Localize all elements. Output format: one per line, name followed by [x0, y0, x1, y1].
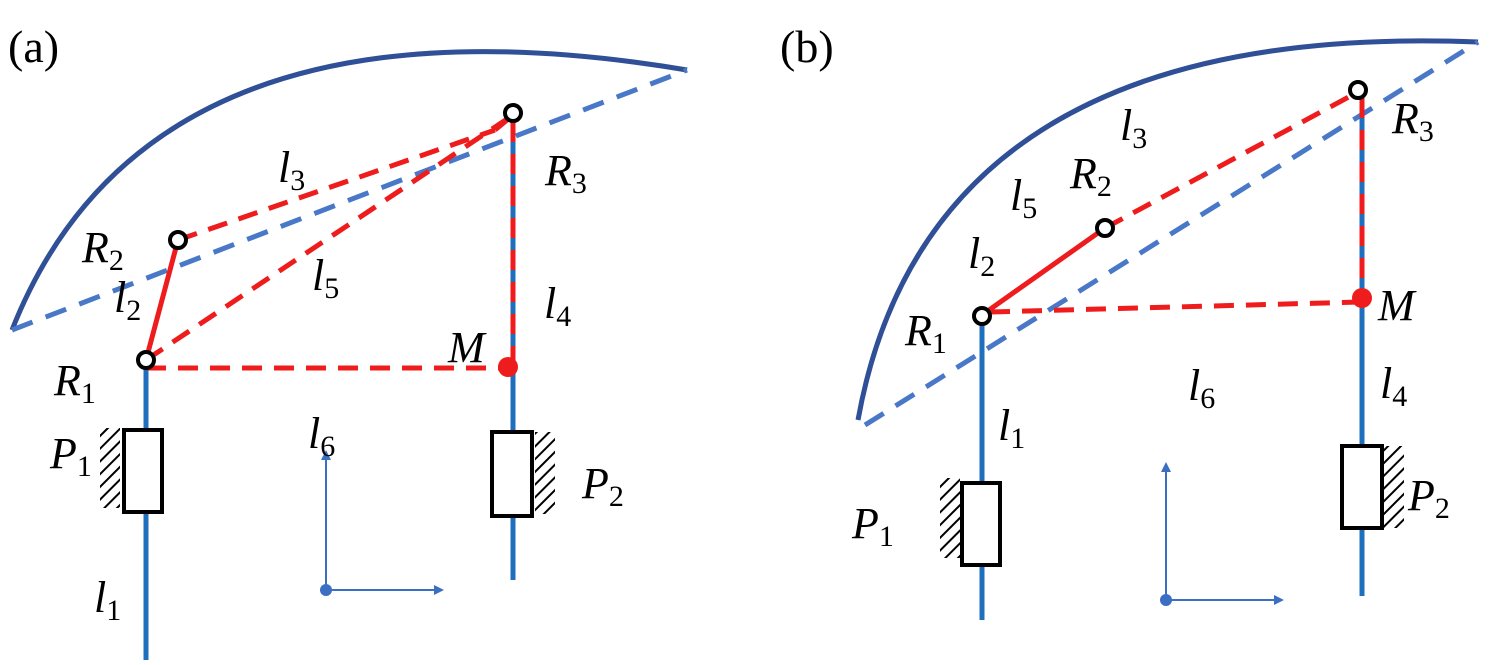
panel-b-link-l2: [980, 225, 1107, 318]
panel-b-slider-p1: [960, 481, 1002, 567]
panel-a-point-m: [498, 357, 518, 377]
panel-b-label-l4: l4: [1380, 359, 1407, 413]
panel-b-label-l3: l3: [1120, 101, 1147, 155]
panel-a-label-r3: R3: [544, 146, 587, 200]
panel-a-link-l2: [143, 239, 181, 361]
panel-a-p1-ground-hatch: [100, 428, 120, 508]
panel-b-slider-p2: [1340, 444, 1384, 530]
panel-a-joint-r2: [168, 230, 188, 250]
panel-b-link-l3: [1103, 89, 1360, 231]
panel-a-label-p2: P2: [581, 459, 624, 513]
panel-b-label-p2: P2: [1407, 471, 1450, 525]
panel-b-joint-r1: [972, 306, 992, 326]
panel-b-label-l6: l6: [1188, 361, 1215, 415]
panel-a-label-r2: R2: [81, 223, 124, 277]
panel-b-p1-ground-hatch: [940, 478, 960, 558]
panel-b-label-r2: R2: [1069, 149, 1112, 203]
panel-a-window-chord: [11, 67, 688, 333]
panel-b-label: (b): [780, 21, 834, 72]
panel-b-point-m: [1352, 288, 1372, 308]
panel-b-label-r3: R3: [1391, 94, 1434, 148]
panel-b-window-arc: [855, 38, 1479, 421]
panel-a-window-arc: [9, 49, 688, 331]
panel-b-origin-dot: [1160, 594, 1172, 606]
panel-a-label-l3: l3: [278, 143, 305, 197]
panel-b-label-p1: P1: [851, 499, 894, 553]
panel-a-slider-p2: [490, 430, 534, 518]
panel-b-label-l2: l2: [968, 229, 995, 283]
panel-a-slider-p1: [122, 428, 164, 514]
panel-a-link-l3: [177, 127, 496, 243]
panel-b-label-m: M: [1377, 281, 1417, 330]
panel-a-joint-r3: [503, 103, 523, 123]
panel-a-joint-r1: [136, 350, 156, 370]
panel-a-label-l5: l5: [312, 251, 339, 305]
panel-a-p2-ground-hatch: [535, 432, 555, 514]
panel-b-window-chord: [863, 39, 1480, 428]
panel-b-link-l6: [989, 299, 1361, 315]
panel-a-origin-dot: [320, 584, 332, 596]
panel-a: (a) R1 R2 R3 M P1 P: [8, 21, 688, 660]
panel-a-label-l4: l4: [544, 279, 571, 333]
panel-b-label-l1: l1: [998, 401, 1025, 455]
panel-a-link-l5: [144, 112, 515, 363]
panel-a-label-m: M: [447, 323, 487, 372]
panel-b-joint-r3: [1348, 80, 1368, 100]
panel-b: (b) R1 R2 R3 M P1 P2 l1: [780, 21, 1480, 620]
panel-b-label-r1: R1: [904, 306, 947, 360]
panel-a-label-l2: l2: [114, 273, 141, 327]
panel-b-label-l5: l5: [1010, 171, 1037, 225]
panel-b-p2-ground-hatch: [1384, 446, 1404, 528]
panel-a-label-p1: P1: [49, 429, 92, 483]
panel-b-joint-r2: [1095, 218, 1115, 238]
panel-a-label: (a): [8, 21, 59, 72]
panel-a-label-l6: l6: [308, 409, 335, 463]
panel-a-label-r1: R1: [53, 356, 96, 410]
panel-a-label-l1: l1: [94, 573, 121, 627]
